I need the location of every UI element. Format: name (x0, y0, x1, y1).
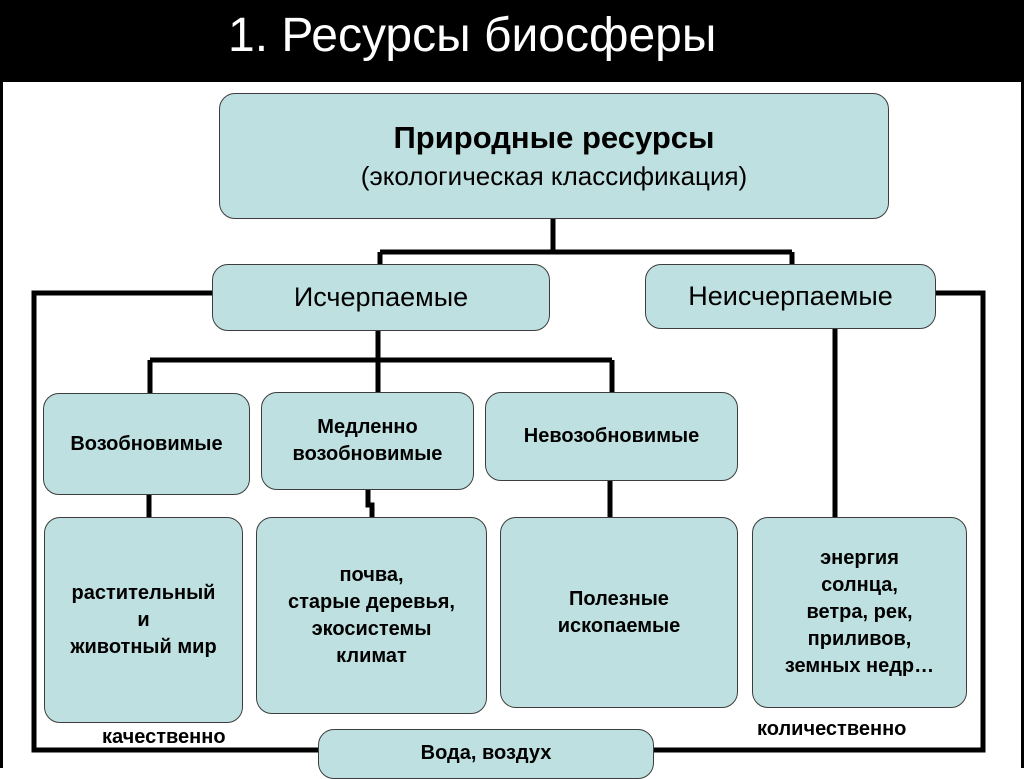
example-line: ветра, рек, (806, 601, 913, 623)
nonrenewable-label: Невозобновимые (523, 425, 700, 447)
example-line: ископаемые (557, 614, 681, 637)
example-line: климат (336, 644, 407, 667)
renewable-box: Возобновимые (43, 393, 250, 495)
example-line: солнца, (821, 574, 898, 596)
example-line: Полезные (569, 587, 669, 610)
example-line: старые деревья, (288, 590, 455, 613)
exhaustible-box: Исчерпаемые (212, 264, 550, 331)
example-line: и (137, 608, 150, 631)
slide-title: 1. Ресурсы биосферы (228, 9, 717, 62)
example-line: животный мир (70, 635, 217, 658)
slow-to-example (365, 489, 375, 518)
left-frame-line (0, 82, 3, 768)
quantitative-label: количественно (757, 718, 907, 740)
slowly-renewable-line: Медленно (317, 416, 418, 438)
water-air-box: Вода, воздух (318, 729, 654, 779)
example-line: почва, (339, 563, 404, 586)
inexhaustible-box: Неисчерпаемые (645, 264, 936, 329)
example-line: земных недр… (784, 655, 935, 677)
title-bar (0, 0, 1024, 82)
example-line: экосистемы (311, 617, 432, 640)
slowly-renewable-line: возобновимые (292, 443, 443, 465)
example-line: приливов, (807, 628, 912, 650)
inexhaustible-label: Неисчерпаемые (688, 281, 893, 311)
example-line: растительный (71, 581, 216, 604)
root-subtitle: (экологическая классификация) (360, 161, 748, 191)
root-box: Природные ресурсы (экологическая классиф… (219, 93, 889, 219)
root-title: Природные ресурсы (393, 120, 715, 155)
right-frame-line (1021, 82, 1024, 768)
inexhaustible-examples-box: энергия солнца, ветра, рек, приливов, зе… (752, 517, 967, 708)
slowly-renewable-examples-box: почва, старые деревья, экосистемы климат (256, 517, 487, 714)
nonrenewable-box: Невозобновимые (485, 392, 738, 481)
renewable-label: Возобновимые (70, 432, 223, 455)
qualitative-label: качественно (102, 726, 226, 748)
slowly-renewable-box: Медленно возобновимые (261, 392, 474, 490)
exhaustible-label: Исчерпаемые (293, 282, 469, 312)
qualitative-loop (31, 290, 322, 753)
nonrenewable-examples-box: Полезные ископаемые (500, 517, 738, 708)
quantitative-loop (653, 290, 986, 753)
renewable-examples-box: растительный и животный мир (44, 517, 243, 723)
water-air-label: Вода, воздух (420, 742, 552, 764)
example-line: энергия (820, 547, 899, 569)
